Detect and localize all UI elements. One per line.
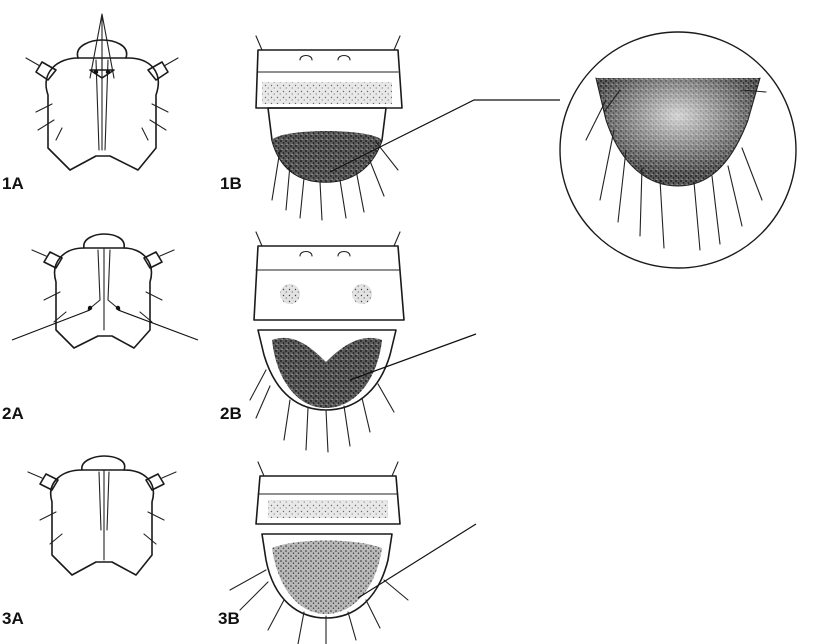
panel-label-1b: 1B: [220, 175, 242, 192]
head-2a: [12, 234, 198, 348]
abdomen-2b: [250, 232, 404, 452]
panel-label-2a: 2A: [2, 405, 24, 422]
abdomen-3b: [230, 462, 408, 644]
panel-label-1a: 1A: [2, 175, 24, 192]
magnified-detail-circle: [560, 32, 796, 268]
abdomen-1b: [256, 36, 402, 220]
panel-label-3b: 3B: [218, 610, 240, 627]
head-3a: [28, 456, 176, 575]
head-1a: [26, 14, 178, 170]
panel-label-3a: 3A: [2, 610, 24, 627]
panel-label-2b: 2B: [220, 405, 242, 422]
